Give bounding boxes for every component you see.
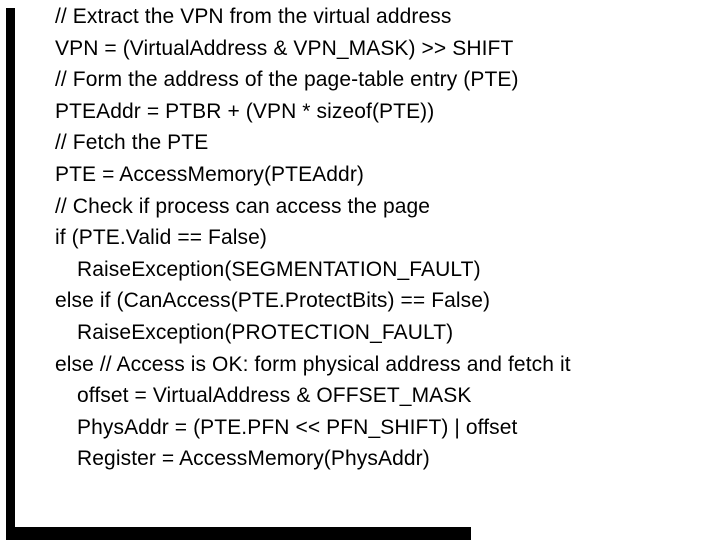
code-line-comment: // Check if process can access the page	[55, 194, 431, 218]
code-line: RaiseException(SEGMENTATION_FAULT)	[77, 257, 481, 281]
code-line: VPN = (VirtualAddress & VPN_MASK) >> SHI…	[55, 36, 514, 60]
code-line-comment: // Fetch the PTE	[55, 131, 209, 155]
scan-edge-bottom-bar	[6, 527, 471, 540]
code-line: PhysAddr = (PTE.PFN << PFN_SHIFT) | offs…	[77, 415, 518, 439]
code-line: PTEAddr = PTBR + (VPN * sizeof(PTE))	[55, 99, 435, 123]
code-line: Register = AccessMemory(PhysAddr)	[77, 447, 430, 471]
code-listing: // Extract the VPN from the virtual addr…	[55, 1, 571, 475]
code-line-comment: // Form the address of the page-table en…	[55, 68, 519, 92]
code-line: offset = VirtualAddress & OFFSET_MASK	[77, 384, 472, 408]
code-line: PTE = AccessMemory(PTEAddr)	[55, 162, 365, 186]
code-line: else if (CanAccess(PTE.ProtectBits) == F…	[55, 289, 491, 313]
code-line: else // Access is OK: form physical addr…	[55, 352, 571, 376]
code-line-comment: // Extract the VPN from the virtual addr…	[55, 5, 452, 28]
code-line: if (PTE.Valid == False)	[55, 226, 267, 250]
scan-edge-left-bar	[6, 8, 15, 540]
code-line: RaiseException(PROTECTION_FAULT)	[77, 320, 454, 344]
